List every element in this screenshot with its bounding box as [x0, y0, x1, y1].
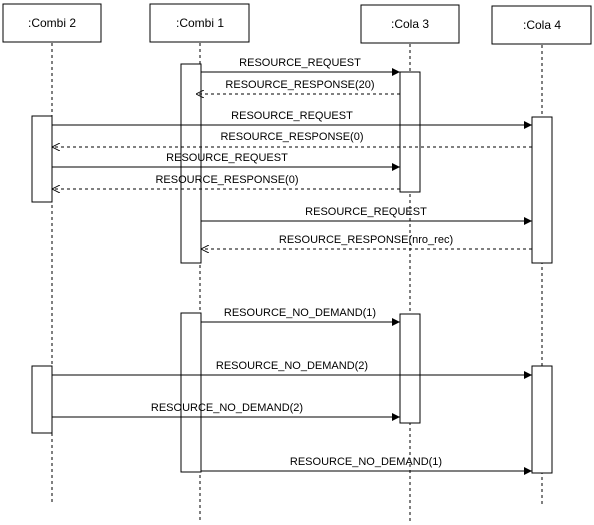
- message-6: RESOURCE_RESPONSE(0): [52, 174, 400, 189]
- message-label: RESOURCE_REQUEST: [166, 152, 288, 164]
- message-4: RESOURCE_RESPONSE(0): [52, 131, 532, 147]
- participant-combi1: :Combi 1: [149, 3, 250, 43]
- message-label: RESOURCE_REQUEST: [239, 57, 361, 69]
- message-12: RESOURCE_NO_DEMAND(1): [201, 456, 532, 475]
- participant-cola4: :Cola 4: [491, 5, 592, 45]
- message-label: RESOURCE_RESPONSE(20): [225, 79, 374, 91]
- message-2: RESOURCE_RESPONSE(20): [196, 79, 400, 94]
- message-1: RESOURCE_REQUEST: [201, 57, 400, 76]
- activation-cola3: [399, 71, 421, 193]
- activation-cola4: [531, 365, 553, 474]
- message-5: RESOURCE_REQUEST: [52, 152, 400, 171]
- message-label: RESOURCE_NO_DEMAND(1): [224, 307, 376, 319]
- activation-combi2: [31, 115, 53, 203]
- message-10: RESOURCE_NO_DEMAND(2): [52, 360, 532, 379]
- participant-combi2: :Combi 2: [2, 3, 102, 43]
- message-label: RESOURCE_RESPONSE(nro_rec): [279, 234, 453, 246]
- message-3: RESOURCE_REQUEST: [52, 110, 532, 129]
- message-9: RESOURCE_NO_DEMAND(1): [201, 307, 400, 326]
- activation-combi2: [31, 365, 53, 434]
- participant-label: :Cola 3: [391, 17, 429, 31]
- message-8: RESOURCE_RESPONSE(nro_rec): [201, 234, 532, 249]
- message-label: RESOURCE_RESPONSE(0): [220, 131, 363, 143]
- message-label: RESOURCE_NO_DEMAND(2): [216, 360, 368, 372]
- activation-cola3: [399, 313, 421, 424]
- message-label: RESOURCE_REQUEST: [231, 110, 353, 122]
- activation-combi1: [180, 63, 202, 264]
- participant-cola3: :Cola 3: [360, 4, 460, 44]
- message-label: RESOURCE_NO_DEMAND(2): [151, 402, 303, 414]
- message-label: RESOURCE_NO_DEMAND(1): [290, 456, 442, 468]
- activation-cola4: [531, 116, 553, 264]
- message-label: RESOURCE_REQUEST: [305, 206, 427, 218]
- message-11: RESOURCE_NO_DEMAND(2): [52, 402, 400, 421]
- participant-label: :Combi 2: [28, 16, 76, 30]
- message-7: RESOURCE_REQUEST: [201, 206, 532, 225]
- participant-label: :Cola 4: [523, 18, 561, 32]
- activation-combi1: [180, 312, 202, 473]
- participant-label: :Combi 1: [176, 16, 224, 30]
- message-label: RESOURCE_RESPONSE(0): [155, 174, 298, 186]
